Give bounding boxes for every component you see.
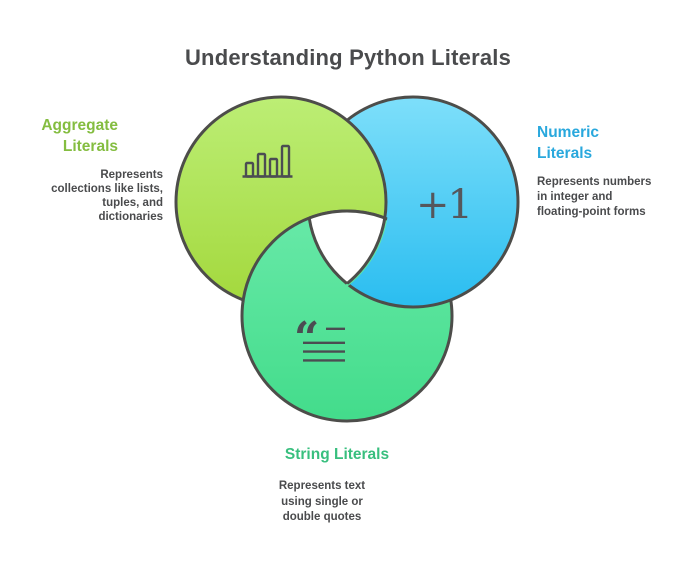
bar-chart-icon xyxy=(242,144,293,178)
aggregate-description: Represents collections like lists, tuple… xyxy=(51,169,163,223)
numeric-label: Numeric Literals xyxy=(537,124,600,163)
page-title: Understanding Python Literals xyxy=(184,45,512,70)
center-hole xyxy=(308,209,386,307)
aggregate-label: Aggregate Literals xyxy=(41,117,118,156)
quote-text-icon: “ xyxy=(294,313,345,364)
quote-glyph: “ xyxy=(294,313,319,364)
string-description: Represents text using single or double q… xyxy=(278,480,366,523)
numeric-description: Represents numbers in integer and floati… xyxy=(537,176,652,218)
plus-one-icon: +1 xyxy=(416,182,471,228)
string-label: String Literals xyxy=(284,446,390,463)
